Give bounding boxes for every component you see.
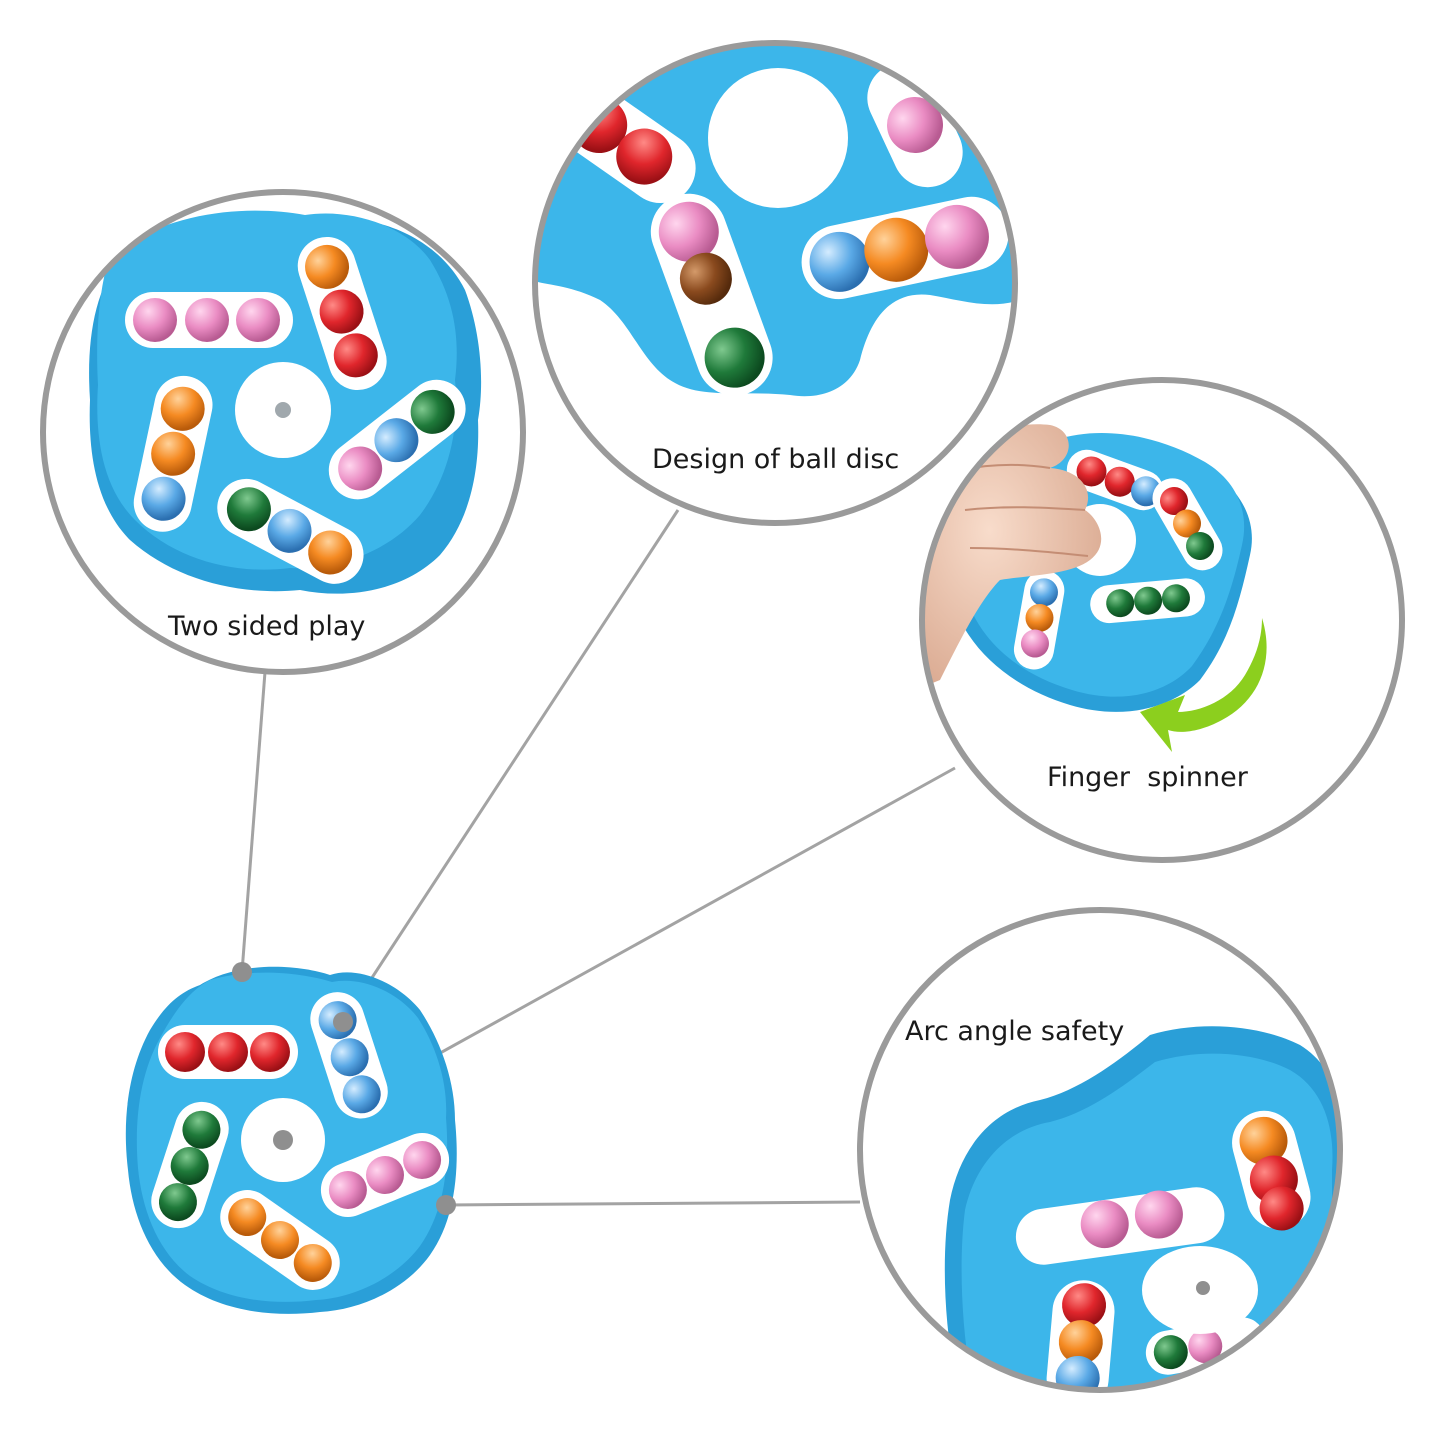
slot-red [297,236,387,391]
connector-arc-angle [445,1200,861,1207]
label-ball-disc: Design of ball disc [652,444,900,475]
slot-green-orange [217,478,364,584]
callout-arc-angle [857,907,1343,1393]
center-screw [1196,1281,1210,1295]
center-hub [708,68,848,208]
slot-blue-orange [1013,570,1065,670]
connector-dots [232,962,456,1215]
slot-green [151,1101,229,1229]
connector-lines [240,509,956,1207]
callout-finger-spinner [919,377,1405,863]
rotation-arrow-icon [1140,618,1267,752]
slot-horizontal [801,196,1009,300]
slot-orange [220,1190,340,1290]
label-arc-angle-safety: Arc angle safety [905,1016,1125,1047]
slot-pink [125,292,293,348]
slot-pink [320,1133,450,1217]
slot-green [1090,578,1205,624]
label-finger-spinner: Finger spinner [1047,762,1248,793]
slot-vertical [650,193,773,396]
label-two-sided-play: Two sided play [168,611,366,642]
center-screw [275,402,291,418]
connector-ball-disc [341,509,680,1023]
connector-two-sided [240,671,267,973]
slot-pink [1015,1187,1225,1265]
slot-orange [133,375,213,532]
slot-green-blue [328,379,466,500]
slot-orange [1152,478,1223,571]
slot-red [1066,449,1164,511]
callout-two-sided-play [40,189,526,675]
slot-orange-red [1232,1110,1311,1231]
slot-red [158,1025,298,1079]
callout-ball-disc [532,40,1018,526]
